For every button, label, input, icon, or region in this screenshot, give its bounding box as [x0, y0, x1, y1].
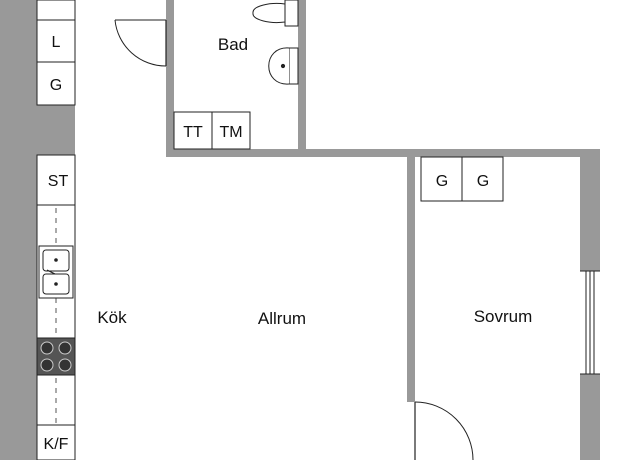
sink-icon — [38, 245, 74, 299]
cabinet-l — [36, 19, 76, 63]
kitchen-upper-cabinets — [36, 0, 76, 106]
bathroom-left-wall — [166, 0, 174, 157]
box-tm — [211, 111, 251, 150]
bedroom-door-icon[interactable] — [414, 401, 474, 460]
walls — [0, 0, 600, 460]
cabinet-g-label: G — [50, 77, 62, 94]
room-label-bedroom: Sovrum — [474, 307, 533, 326]
cabinet-st-label: ST — [48, 173, 69, 190]
bathroom-bottom-wall — [166, 149, 306, 157]
cabinet-top — [36, 0, 76, 21]
room-label-living-room: Allrum — [258, 309, 306, 328]
wardrobe-2 — [461, 156, 504, 202]
bedroom-top-wall — [298, 149, 600, 157]
wardrobe-1 — [420, 156, 463, 202]
kitchen-counter — [36, 154, 76, 460]
laundry-units — [173, 111, 251, 150]
left-exterior-wall — [0, 0, 37, 460]
room-label-kitchen: Kök — [97, 308, 127, 327]
kitchen-pier — [37, 105, 75, 155]
toilet-icon — [252, 0, 299, 27]
cabinet-st — [36, 154, 76, 206]
bedroom-window — [580, 270, 600, 375]
box-tt-label: TT — [183, 124, 203, 141]
cabinet-kf-label: K/F — [44, 436, 69, 453]
box-tm-label: TM — [219, 124, 242, 141]
washbasin-icon — [268, 47, 299, 85]
stove-icon — [36, 337, 76, 376]
room-label-bathroom: Bad — [218, 35, 248, 54]
wardrobe-1-label: G — [436, 173, 448, 190]
cabinet-g — [36, 61, 76, 106]
bathroom-door-icon[interactable] — [114, 19, 167, 67]
cabinet-kf — [36, 424, 76, 460]
bathroom-right-wall — [298, 0, 306, 157]
cabinet-l-label: L — [52, 34, 61, 51]
wardrobe-2-label: G — [477, 173, 489, 190]
bedroom-left-wall — [407, 149, 415, 402]
bedroom-wardrobes — [420, 156, 504, 202]
